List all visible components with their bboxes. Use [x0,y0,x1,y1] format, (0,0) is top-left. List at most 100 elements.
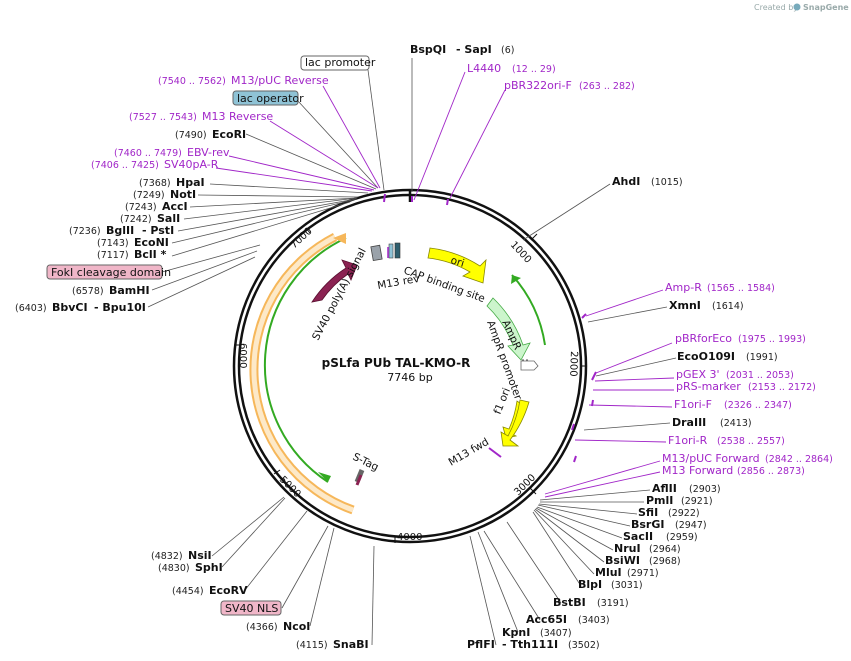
primer-m13fwd: M13 Forward [662,464,733,477]
snapgene-logo-icon [793,3,801,11]
site-draiii-pos: (2413) [720,418,752,429]
site-bglii-pos: (7236) [69,226,101,237]
site-aflii: AflII [652,482,677,495]
lead-bsiwi [534,508,605,563]
lead-pbrforeco [595,342,673,374]
orange-arc-head [333,233,346,244]
lead-sacii [536,506,623,539]
site-ecori-pos: (7490) [175,130,207,141]
lead-foki [161,244,261,273]
tick-6000: 6000 [237,343,248,368]
tick-2000: 2000 [567,351,579,377]
lead-kpni [477,531,519,633]
site-ahdi-pos: (1015) [651,177,683,188]
site-mlui: MluI [595,566,622,579]
lead-acci [189,197,358,208]
primer-f1orir-pos: (2538 .. 2557) [717,436,785,447]
lead-bamhi [151,250,258,291]
foki-box [46,264,163,280]
lead-f1orif [588,404,673,408]
site-ncoi: NcoI [283,620,310,633]
site-noti: NotI [170,188,196,201]
site-nrui-pos: (2964) [649,544,681,555]
lead-noti [197,194,359,198]
site-acci: AccI [162,200,188,213]
primer-f1orir: F1ori-R [668,434,708,447]
lead-m13-rev [269,120,379,189]
lead-nsii [211,496,285,557]
lead-pflfi [469,535,497,646]
site-pflfi: PflFI [467,638,495,651]
primer-l4440: L4440 [467,62,501,75]
lead-snabi [371,545,375,646]
site-sapi: - SapI [456,43,492,56]
ori-arrow [427,247,487,284]
ori-label: ori [449,254,466,269]
primer-ampr: Amp-R [665,281,702,294]
tick-mark-1000 [530,233,538,241]
m13rev-backbone-mark [383,193,386,203]
lead-lac-promoter [367,69,385,191]
site-ecoo109i: EcoO109I [677,350,735,363]
site-ncoi-pos: (4366) [246,622,278,633]
tick-4000: 4000 [397,532,422,543]
site-bamhi-pos: (6578) [72,286,104,297]
site-blpi: BlpI [578,578,602,591]
lead-hpai [209,183,369,194]
primer-f1orif-pos: (2326 .. 2347) [724,400,792,411]
site-draiii: DraIII [672,416,706,429]
lead-sali [183,197,358,220]
sv40-nls-label: SV40 NLS [225,602,278,615]
primer-sv40pa-pos: (7406 .. 7425) [91,160,159,171]
site-bbvci-pos: (6403) [15,303,47,314]
site-aflii-pos: (2903) [689,484,721,495]
prsmarker-mark [591,399,594,407]
green-arc-left-head [318,472,331,482]
site-xmni-pos: (1614) [712,301,744,312]
site-bsrgi: BsrGI [631,518,664,531]
site-tth111i: - Tth111I [502,638,558,651]
site-econi-pos: (7143) [97,238,129,249]
foki-label: FokI cleavage domain [51,266,171,279]
lead-nrui [535,507,614,551]
lead-bstbi [506,521,562,604]
site-ahdi: AhdI [612,175,640,188]
primer-f1orif: F1ori-F [674,398,712,411]
tick-mark-7000 [305,227,311,234]
primer-prsmarker: pRS-marker [676,380,741,393]
site-hpai: HpaI [176,176,205,189]
lead-sphi [221,497,286,568]
lead-blpi [532,511,582,587]
cap-binding-mark [394,242,401,259]
site-bstbi-pos: (3191) [597,598,629,609]
lead-ecoo109i [595,357,677,377]
site-kpni: KpnI [502,626,530,639]
lead-sfii [538,503,638,515]
ampr-primer-mark [581,313,587,319]
s-tag-inner [355,474,363,486]
site-sfii-pos: (2922) [668,508,700,519]
primer-ebvrev: EBV-rev [187,146,230,159]
lead-bcli [171,201,351,257]
lead-pgex3 [594,377,675,382]
leader-lines [147,58,677,646]
lead-ecorv [244,510,308,591]
site-nrui: NruI [614,542,641,555]
green-arc-left [263,237,347,483]
site-noti-pos: (7249) [133,190,165,201]
site-bstbi: BstBI [553,596,586,609]
f1-ori-label: f1 ori [492,386,513,416]
lac-promoter-label: lac promoter [305,56,376,69]
m13-fwd-mark [488,447,502,458]
site-bcli-pos: (7117) [97,250,129,261]
primer-pbr322ori-pos: (263 .. 282) [579,81,635,92]
primer-ampr-pos: (1565 .. 1584) [707,283,775,294]
site-sphi-pos: (4830) [158,563,190,574]
lac-operator-box [232,90,299,106]
lac-promoter-box [300,55,370,71]
primer-sv40pa: SV40pA-R [164,158,219,171]
site-blpi-pos: (3031) [611,580,643,591]
site-xmni: XmnI [669,299,701,312]
site-pflfi-pos: (3502) [568,640,600,651]
site-nsii-pos: (4832) [151,551,183,562]
